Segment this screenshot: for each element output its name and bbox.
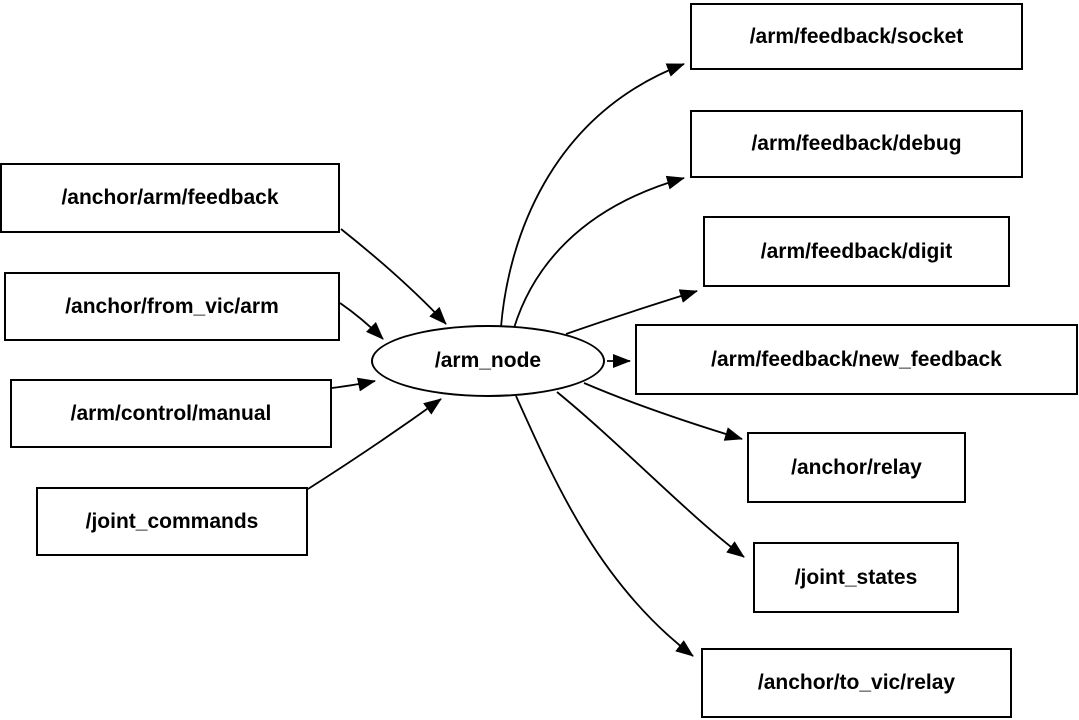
edge-arm-node-to-joint-states bbox=[556, 391, 745, 558]
topic-node-anchor-from-vic-arm: /anchor/from_vic/arm bbox=[4, 272, 340, 341]
topic-node-joint-commands: /joint_commands bbox=[36, 487, 308, 556]
topic-node-arm-control-manual: /arm/control/manual bbox=[10, 379, 332, 448]
topic-node-anchor-to-vic-relay: /anchor/to_vic/relay bbox=[701, 648, 1012, 718]
topic-label: /arm/feedback/new_feedback bbox=[711, 347, 1002, 371]
node-label: /arm_node bbox=[434, 349, 542, 372]
topic-label: /anchor/from_vic/arm bbox=[65, 294, 279, 318]
edge-joint-commands-to-arm-node bbox=[307, 398, 442, 490]
topic-node-arm-feedback-debug: /arm/feedback/debug bbox=[690, 110, 1023, 178]
edge-anchor-from-vic-arm-to-arm-node bbox=[339, 302, 384, 340]
topic-node-arm-feedback-new-feedback: /arm/feedback/new_feedback bbox=[635, 324, 1078, 395]
edge-anchor-arm-feedback-to-arm-node bbox=[340, 228, 447, 325]
topic-node-anchor-relay: /anchor/relay bbox=[747, 432, 966, 503]
topic-label: /joint_states bbox=[794, 565, 918, 589]
topic-label: /arm/feedback/digit bbox=[760, 239, 953, 263]
topic-label: /anchor/arm/feedback bbox=[61, 186, 279, 209]
topic-node-arm-feedback-socket: /arm/feedback/socket bbox=[690, 3, 1023, 70]
edge-arm-node-to-arm-feedback-debug bbox=[513, 175, 685, 329]
topic-label: /joint_commands bbox=[85, 509, 259, 533]
edge-arm-control-manual-to-arm-node bbox=[331, 377, 376, 392]
edge-arm-node-to-arm-feedback-digit bbox=[565, 289, 698, 335]
topic-label: /anchor/relay bbox=[791, 455, 922, 479]
topic-label: /arm/feedback/debug bbox=[751, 132, 962, 155]
topic-label: /arm/feedback/socket bbox=[749, 24, 964, 48]
topic-label: /arm/control/manual bbox=[70, 401, 272, 425]
node-arm-node: /arm_node bbox=[371, 325, 605, 397]
edge-arm-node-to-anchor-to-vic-relay bbox=[515, 395, 694, 657]
edge-arm-node-to-arm-feedback-socket bbox=[500, 63, 685, 328]
topic-node-anchor-arm-feedback: /anchor/arm/feedback bbox=[0, 163, 340, 233]
topic-node-arm-feedback-digit: /arm/feedback/digit bbox=[703, 216, 1010, 287]
topic-node-joint-states: /joint_states bbox=[753, 542, 959, 613]
edge-arm-node-to-anchor-relay bbox=[583, 382, 743, 441]
topic-label: /anchor/to_vic/relay bbox=[757, 671, 956, 694]
